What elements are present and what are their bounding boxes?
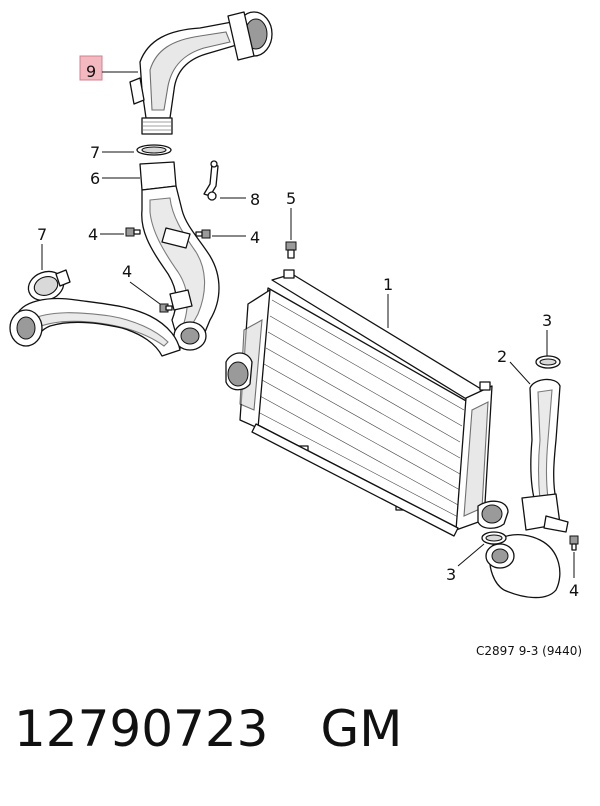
bolt-part-5 — [285, 241, 297, 259]
bolt-middle — [159, 303, 173, 313]
bracket — [203, 160, 219, 201]
leader-3-lower — [457, 543, 485, 567]
callout-8: 8 — [250, 190, 260, 209]
callout-1: 1 — [383, 275, 393, 294]
callout-4-upper-right: 4 — [250, 228, 260, 247]
callout-3-upper: 3 — [542, 311, 552, 330]
brand-name: GM — [320, 700, 403, 758]
intercooler — [225, 269, 509, 537]
callout-4-lower-right: 4 — [569, 581, 579, 600]
callout-4-upper-left: 4 — [88, 225, 98, 244]
adapter-and-charge-pipe — [139, 161, 220, 351]
callout-5: 5 — [286, 189, 296, 208]
upper-intake-pipe — [129, 11, 273, 135]
leader-2 — [509, 361, 531, 385]
gasket-ring-upper — [136, 144, 172, 156]
callout-2: 2 — [497, 347, 507, 366]
gasket-ring-lower — [27, 269, 71, 302]
clamp-lower — [481, 531, 507, 545]
footer: 12790723 GM — [14, 700, 402, 758]
lower-left-hose — [9, 297, 181, 357]
clamp-upper — [535, 355, 561, 369]
callout-7-lower: 7 — [37, 225, 47, 244]
bolt-lower-right — [569, 535, 579, 551]
leader-4-middle — [129, 281, 161, 305]
bolt-upper-left — [125, 227, 141, 237]
right-hose — [485, 378, 569, 599]
callout-4-middle: 4 — [122, 262, 132, 281]
callout-3-lower: 3 — [446, 565, 456, 584]
diagram-reference-code: C2897 9-3 (9440) — [476, 644, 583, 658]
bolt-upper-right — [195, 229, 211, 239]
part-number: 12790723 — [14, 700, 269, 758]
callout-9: 9 — [86, 62, 96, 81]
callout-6: 6 — [90, 169, 100, 188]
callout-7-upper: 7 — [90, 143, 100, 162]
parts-diagram: 9 7 6 8 4 4 4 — [9, 11, 579, 600]
callout-9-highlight — [79, 55, 103, 81]
